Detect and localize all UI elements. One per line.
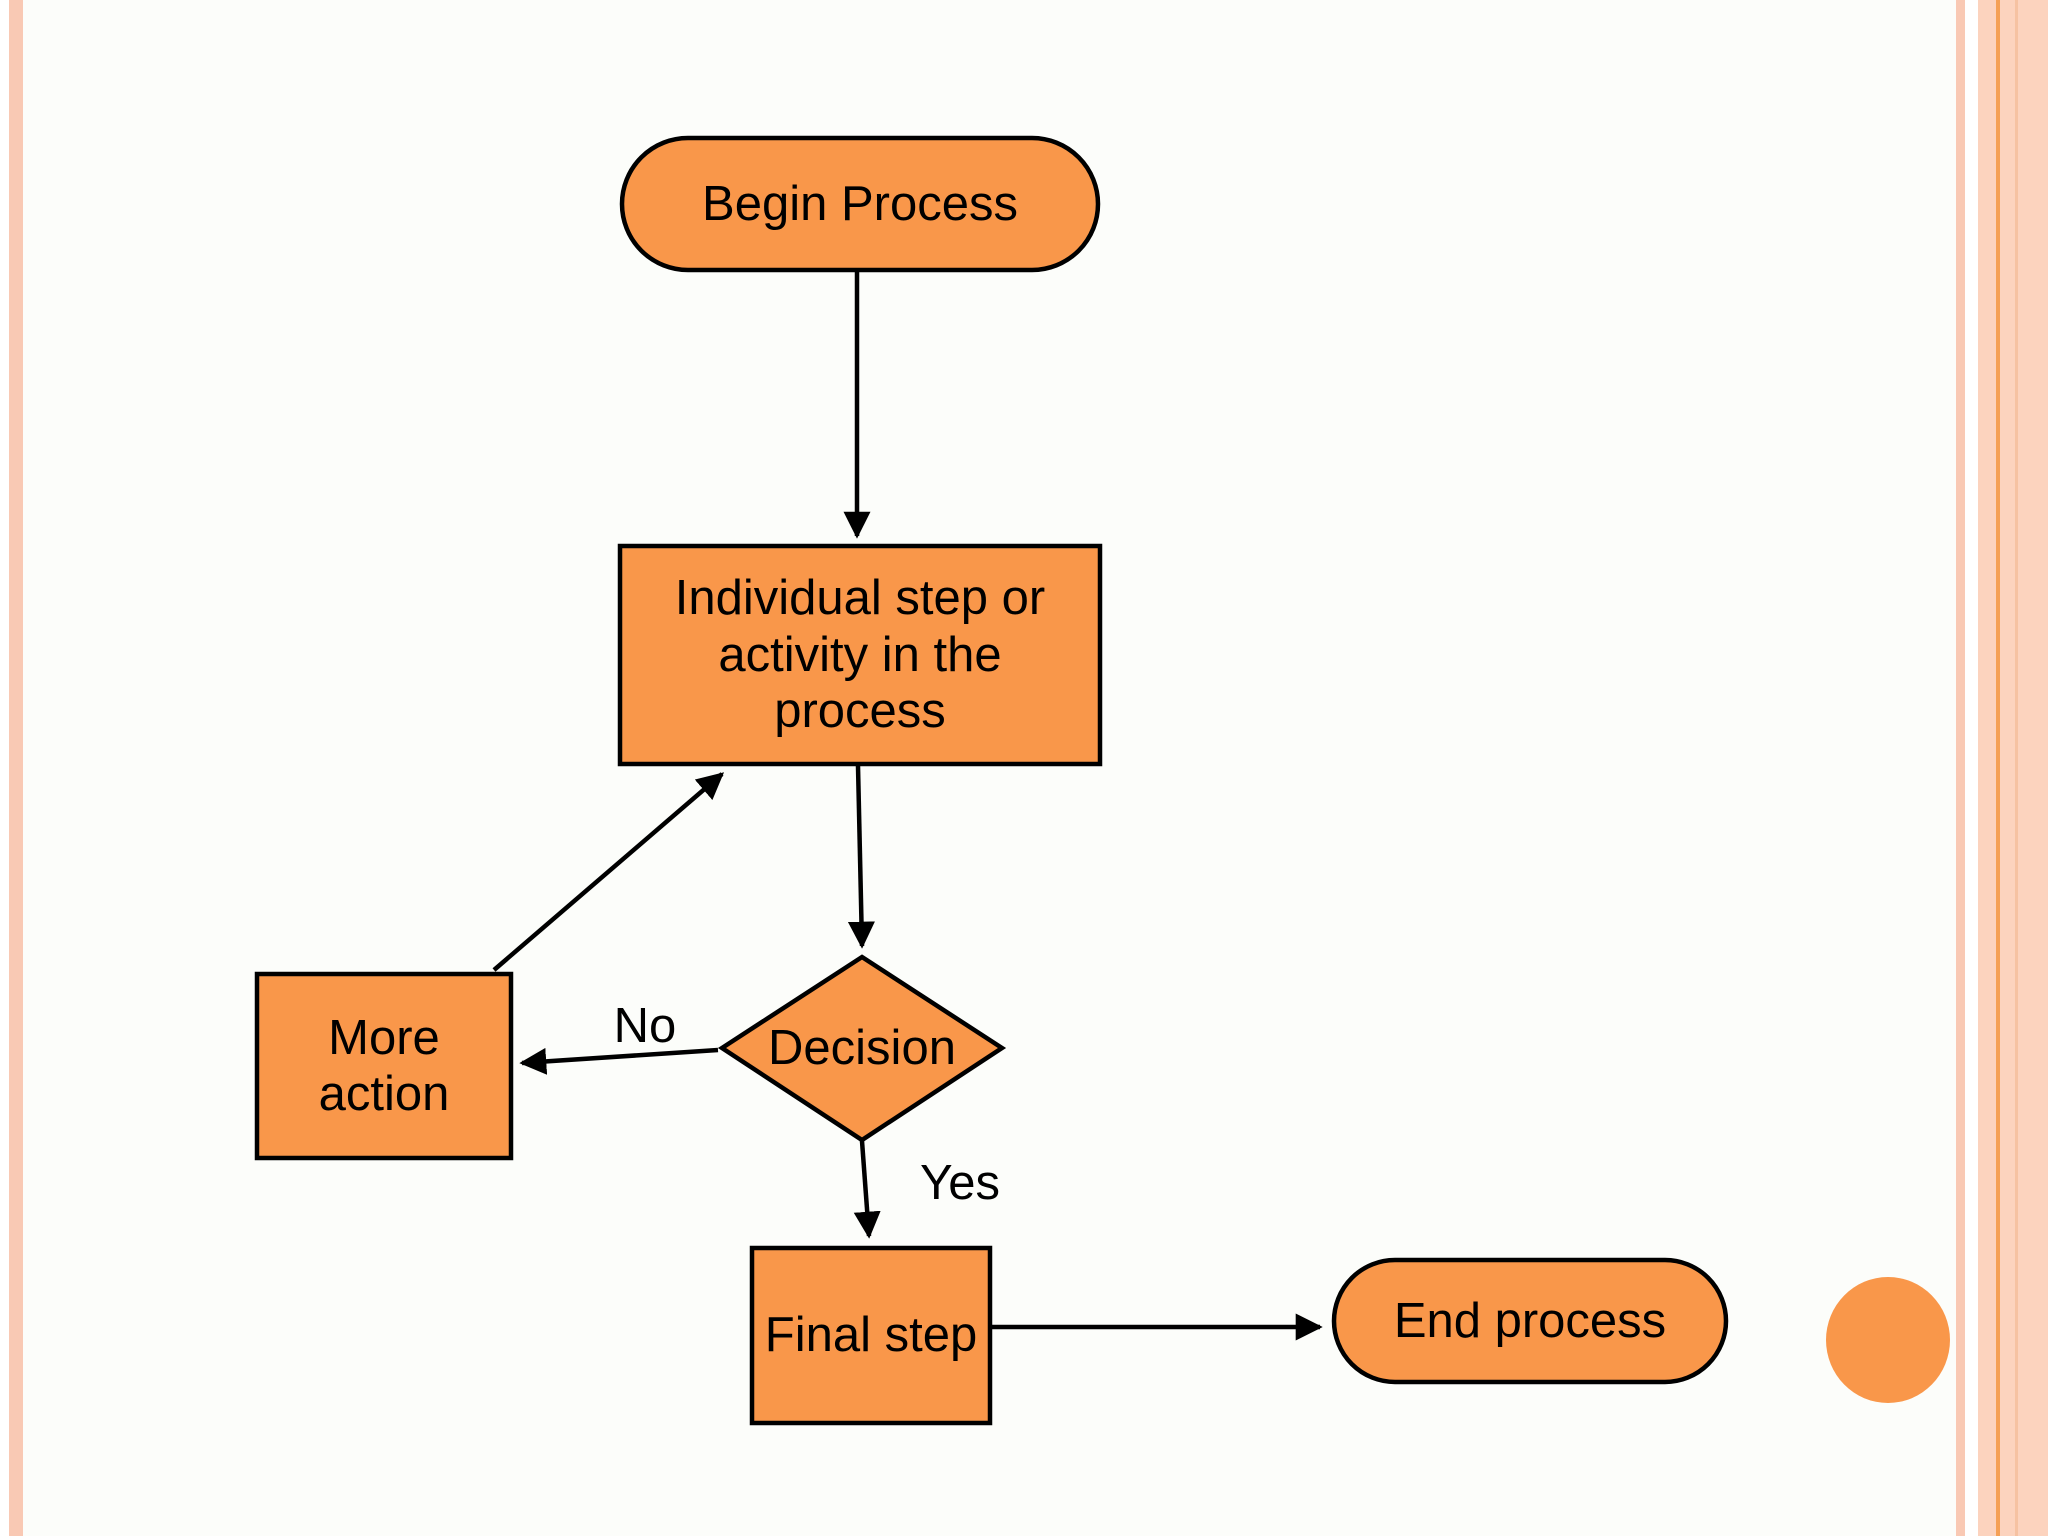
left-border-outer-gap [0, 0, 9, 1536]
final-step-node-label: Final step [752, 1248, 990, 1423]
end-node-label-text: End process [1393, 1293, 1667, 1348]
edge-decision-to-final-yes [853, 1140, 881, 1239]
left-border-stripe [9, 0, 23, 1536]
end-node-label: End process [1334, 1260, 1726, 1382]
begin-node-label: Begin Process [622, 138, 1098, 270]
right-border-gap [1965, 0, 1978, 1536]
more-action-node-label: More action [257, 974, 511, 1158]
final-step-node-label-text: Final step [764, 1308, 978, 1363]
decision-diamond-shape [717, 954, 1007, 1143]
right-border-subtle-line [2015, 0, 2018, 1536]
step-node-label-text: Individual step or activity in the proce… [674, 571, 1046, 739]
begin-node-label-text: Begin Process [702, 176, 1018, 231]
right-border-accent-line [1996, 0, 2000, 1536]
edge-more-action-to-step [492, 772, 725, 972]
begin-terminator-shape [619, 135, 1101, 273]
process-step-shape [617, 543, 1103, 767]
final-step-shape [749, 1245, 993, 1426]
no-edge-label: No [613, 999, 677, 1053]
right-border-panel [1978, 0, 2048, 1536]
more-action-shape [254, 971, 514, 1161]
edge-step-to-decision [847, 765, 875, 949]
right-border-stripe [1956, 0, 1965, 1536]
accent-circle [1826, 1277, 1950, 1403]
decision-node-label-text: Decision [768, 1021, 956, 1076]
step-node-label: Individual step or activity in the proce… [620, 546, 1100, 764]
end-terminator-shape [1331, 1257, 1729, 1385]
yes-edge-label: Yes [920, 1156, 1000, 1210]
more-action-node-label-text: More action [318, 1010, 450, 1121]
decision-node-label: Decision [722, 957, 1002, 1140]
edge-decision-to-more-action-no [519, 1047, 719, 1075]
